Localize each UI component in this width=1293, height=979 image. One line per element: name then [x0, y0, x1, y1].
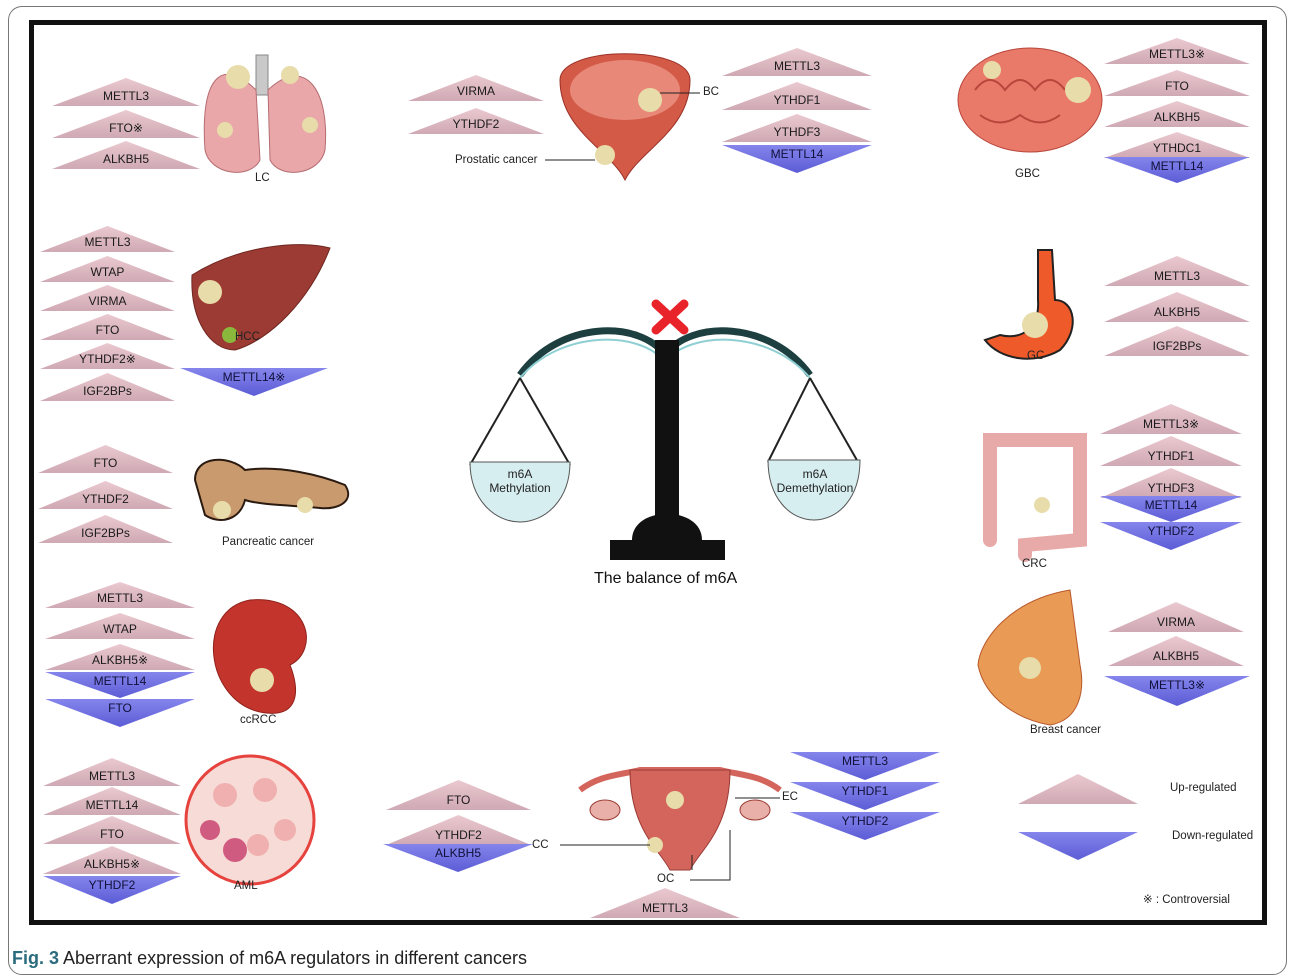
legend-down-label: Down-regulated [1172, 830, 1253, 842]
legend-controversial: ※ : Controversial [1143, 892, 1230, 906]
label-oc: OC [657, 873, 674, 885]
balance-scale [470, 331, 860, 560]
caption-fig-number: Fig. 3 [12, 948, 59, 968]
label-prostatic: Prostatic cancer [455, 154, 537, 166]
lung-illustration [204, 55, 325, 172]
brain-illustration [958, 48, 1102, 152]
label-cc: CC [532, 839, 549, 851]
methylation-pan-line1: m6A [470, 467, 570, 481]
label-ccrcc: ccRCC [240, 714, 276, 726]
legend-up-label: Up-regulated [1170, 782, 1236, 794]
label-hcc: HCC [235, 331, 260, 343]
prostate-illustration [545, 54, 700, 180]
label-pancreatic: Pancreatic cancer [222, 536, 314, 548]
demethylation-pan-label: m6A Demethylation [765, 467, 865, 495]
figure-caption: Fig. 3 Aberrant expression of m6A regula… [12, 948, 527, 969]
label-crc: CRC [1022, 558, 1047, 570]
methylation-pan-label: m6A Methylation [470, 467, 570, 495]
uterus-illustration [560, 770, 780, 880]
label-aml: AML [234, 880, 258, 892]
label-breast: Breast cancer [1030, 724, 1101, 736]
methylation-pan-line2: Methylation [470, 481, 570, 495]
colon-tumor [1034, 497, 1050, 513]
blood-cells-illustration [186, 756, 314, 884]
balance-title: The balance of m6A [594, 570, 737, 588]
pancreas-illustration [195, 460, 348, 520]
kidney-illustration [213, 600, 306, 714]
label-bc: BC [703, 86, 719, 98]
label-ec: EC [782, 791, 798, 803]
label-lc: LC [255, 172, 270, 184]
caption-text: Aberrant expression of m6A regulators in… [63, 948, 527, 968]
demethylation-pan-line2: Demethylation [765, 481, 865, 495]
breast-illustration [978, 590, 1082, 725]
stomach-illustration [985, 250, 1073, 359]
liver-illustration [192, 245, 330, 350]
label-gc: GC [1027, 350, 1044, 362]
label-gbc: GBC [1015, 168, 1040, 180]
cross-icon [656, 304, 684, 330]
demethylation-pan-line1: m6A [765, 467, 865, 481]
colon-illustration [990, 440, 1080, 555]
